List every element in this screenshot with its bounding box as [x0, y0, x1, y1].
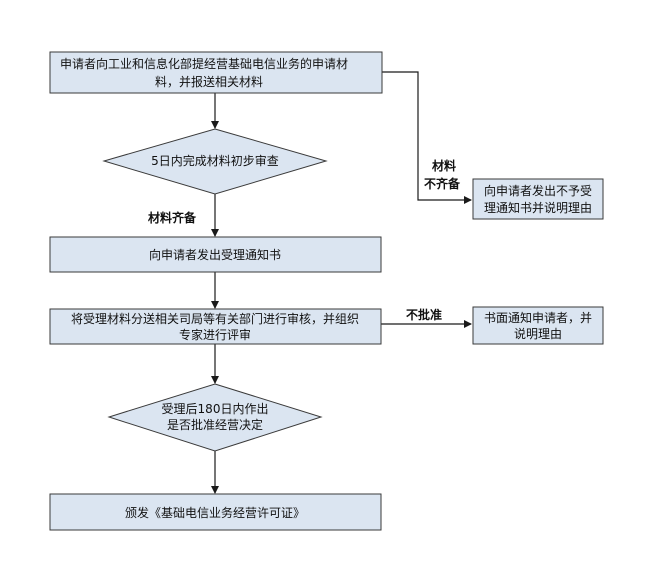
- department-review-text-line2: 专家进行评审: [179, 327, 251, 342]
- submit-text-line1: 申请者向工业和信息化部提经营基础电信业务的申请材: [60, 56, 348, 71]
- node-acceptance-notice: 向申请者发出受理通知书: [49, 236, 382, 273]
- node-approval-decision: 受理后180日内作出 是否批准经营决定: [107, 383, 323, 452]
- connectors: [211, 71, 472, 494]
- initial-review-text: 5日内完成材料初步审查: [151, 153, 279, 168]
- node-issue-license: 颁发《基础电信业务经营许可证》: [49, 493, 382, 531]
- department-review-text-line1: 将受理材料分送相关司局等有关部门进行审核，并组织: [71, 311, 359, 326]
- arrow-submit-to-not-accepted: [382, 71, 472, 204]
- acceptance-notice-text: 向申请者发出受理通知书: [149, 247, 281, 262]
- label-incomplete-line2: 不齐备: [424, 176, 461, 191]
- not-accepted-text-line1: 向申请者发出不予受: [484, 183, 592, 198]
- label-not-approved: 不批准: [406, 307, 442, 322]
- approval-decision-text-line2: 是否批准经营决定: [167, 417, 263, 432]
- not-accepted-text-line2: 理通知书并说明理由: [484, 200, 592, 215]
- node-rejection-notice: 书面通知申请者，并 说明理由: [472, 306, 604, 345]
- label-complete: 材料齐备: [147, 210, 197, 225]
- node-submit-application: 申请者向工业和信息化部提经营基础电信业务的申请材 料，并报送相关材料: [49, 51, 383, 94]
- node-department-review: 将受理材料分送相关司局等有关部门进行审核，并组织 专家进行评审: [49, 308, 382, 345]
- approval-decision-text-line1: 受理后180日内作出: [162, 402, 269, 416]
- node-initial-review: 5日内完成材料初步审查: [102, 128, 328, 195]
- rejection-notice-text-line1: 书面通知申请者，并: [484, 311, 592, 325]
- submit-text-line2: 料，并报送相关材料: [155, 74, 263, 89]
- label-incomplete-line1: 材料: [431, 158, 456, 173]
- issue-license-text: 颁发《基础电信业务经营许可证》: [125, 505, 305, 520]
- rejection-notice-text-line2: 说明理由: [514, 326, 562, 341]
- node-not-accepted-notice: 向申请者发出不予受 理通知书并说明理由: [472, 178, 604, 220]
